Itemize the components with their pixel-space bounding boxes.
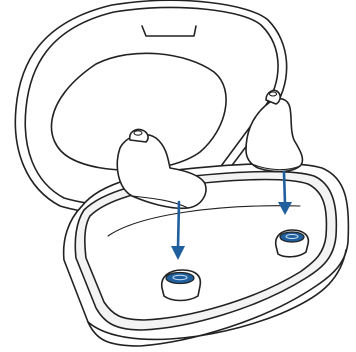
left-charging-contact (166, 273, 194, 284)
right-charging-contact (280, 232, 304, 242)
left-charging-slot (162, 270, 201, 301)
right-charging-slot (276, 230, 309, 257)
